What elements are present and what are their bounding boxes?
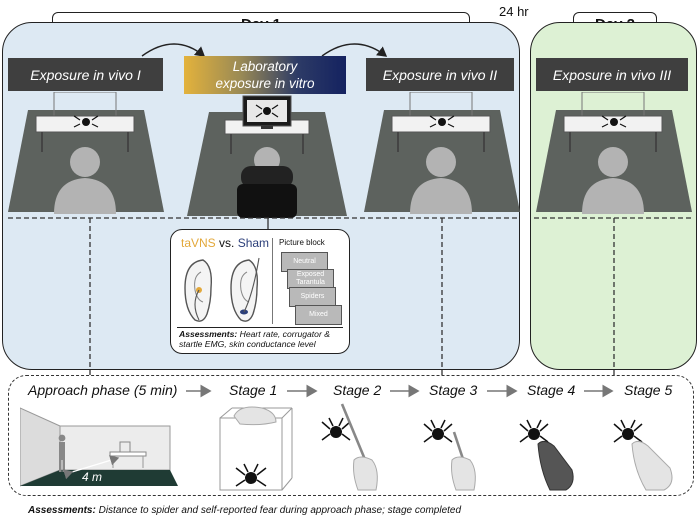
spider-icon: [423, 419, 453, 443]
behavioral-assessments-bold: Assessments:: [28, 505, 96, 516]
sham-label: Sham: [237, 236, 270, 250]
stage-5-illustration: [613, 419, 673, 491]
vivo-2-scene: [364, 92, 520, 214]
versus-label: vs.: [215, 236, 238, 250]
spider-icon: [601, 115, 627, 128]
stage-arrows: [186, 384, 614, 398]
spider-icon: [235, 463, 267, 487]
exposure-vivo-2-label: Exposure in vivo II: [366, 58, 514, 91]
picture-card-neutral: Neutral: [281, 252, 328, 272]
physiology-assessments-text: Heart rate, corrugator & startle EMG, sk…: [179, 329, 330, 349]
hand-icon: [451, 456, 476, 491]
stage-5-label: Stage 5: [624, 382, 673, 398]
inset-rule: [177, 327, 343, 328]
stage-panel: [8, 375, 694, 496]
ear-sham-icon: [230, 257, 260, 322]
physiology-assessments: Assessments: Heart rate, corrugator & st…: [179, 329, 345, 349]
hand-icon: [233, 406, 277, 426]
spider-icon: [73, 115, 99, 128]
ear-electrode-icons: [184, 257, 260, 322]
spider-icon: [429, 115, 455, 128]
stage-4-label: Stage 4: [527, 382, 576, 398]
behavioral-assessments: Assessments: Distance to spider and self…: [28, 505, 461, 516]
stage-4-illustration: [519, 419, 574, 491]
person-silhouette-icon: [582, 147, 644, 214]
spider-icon: [519, 419, 549, 443]
vivo-1-scene: [8, 92, 164, 214]
monitor-icon: [242, 95, 292, 129]
stage-2-illustration: [321, 403, 378, 491]
distance-label: 4 m: [82, 470, 103, 484]
exposure-vivo-1-label: Exposure in vivo I: [8, 58, 163, 91]
stimulation-inset: taVNS vs. Sham Picture block Neutral Exp…: [170, 229, 350, 354]
behavioral-assessments-text: Distance to spider and self-reported fea…: [95, 505, 462, 516]
picture-card-tarantula: Exposed Tarantula: [287, 269, 334, 289]
gloved-hand-icon: [537, 440, 574, 491]
flow-arrows: [141, 43, 388, 57]
approach-room-illustration: [20, 407, 178, 487]
physiology-assessments-bold: Assessments:: [179, 329, 238, 339]
vivo-3-scene: [536, 92, 692, 214]
spider-icon: [613, 419, 643, 443]
participant-chair-icon: [237, 147, 297, 218]
stage-1-illustration: [219, 406, 293, 491]
picture-card-mixed: Mixed: [295, 305, 342, 325]
interval-label: 24 hr: [499, 4, 529, 19]
picture-block-title: Picture block: [279, 238, 325, 247]
spider-icon: [321, 417, 351, 441]
tavns-label: taVNS: [181, 236, 216, 250]
stage-3-label: Stage 3: [429, 382, 478, 398]
stage-1-label: Stage 1: [229, 382, 278, 398]
exposure-vivo-3-label: Exposure in vivo III: [536, 58, 688, 91]
condition-title: taVNS vs. Sham: [181, 236, 269, 250]
person-silhouette-icon: [410, 147, 472, 214]
person-silhouette-icon: [54, 147, 116, 214]
stage-2-label: Stage 2: [333, 382, 382, 398]
approach-phase-label: Approach phase (5 min): [28, 382, 178, 398]
lab-scene: [187, 95, 347, 218]
hand-icon: [631, 440, 673, 491]
hand-icon: [353, 456, 378, 491]
stage-3-illustration: [423, 419, 476, 491]
inset-divider: [272, 238, 273, 324]
lab-label-line2: exposure in vitro: [215, 76, 315, 91]
ear-tavns-icon: [184, 259, 213, 322]
picture-card-spiders: Spiders: [289, 287, 336, 307]
lab-label-line1: Laboratory: [232, 59, 298, 74]
laboratory-exposure-label: Laboratory exposure in vitro: [184, 56, 346, 94]
